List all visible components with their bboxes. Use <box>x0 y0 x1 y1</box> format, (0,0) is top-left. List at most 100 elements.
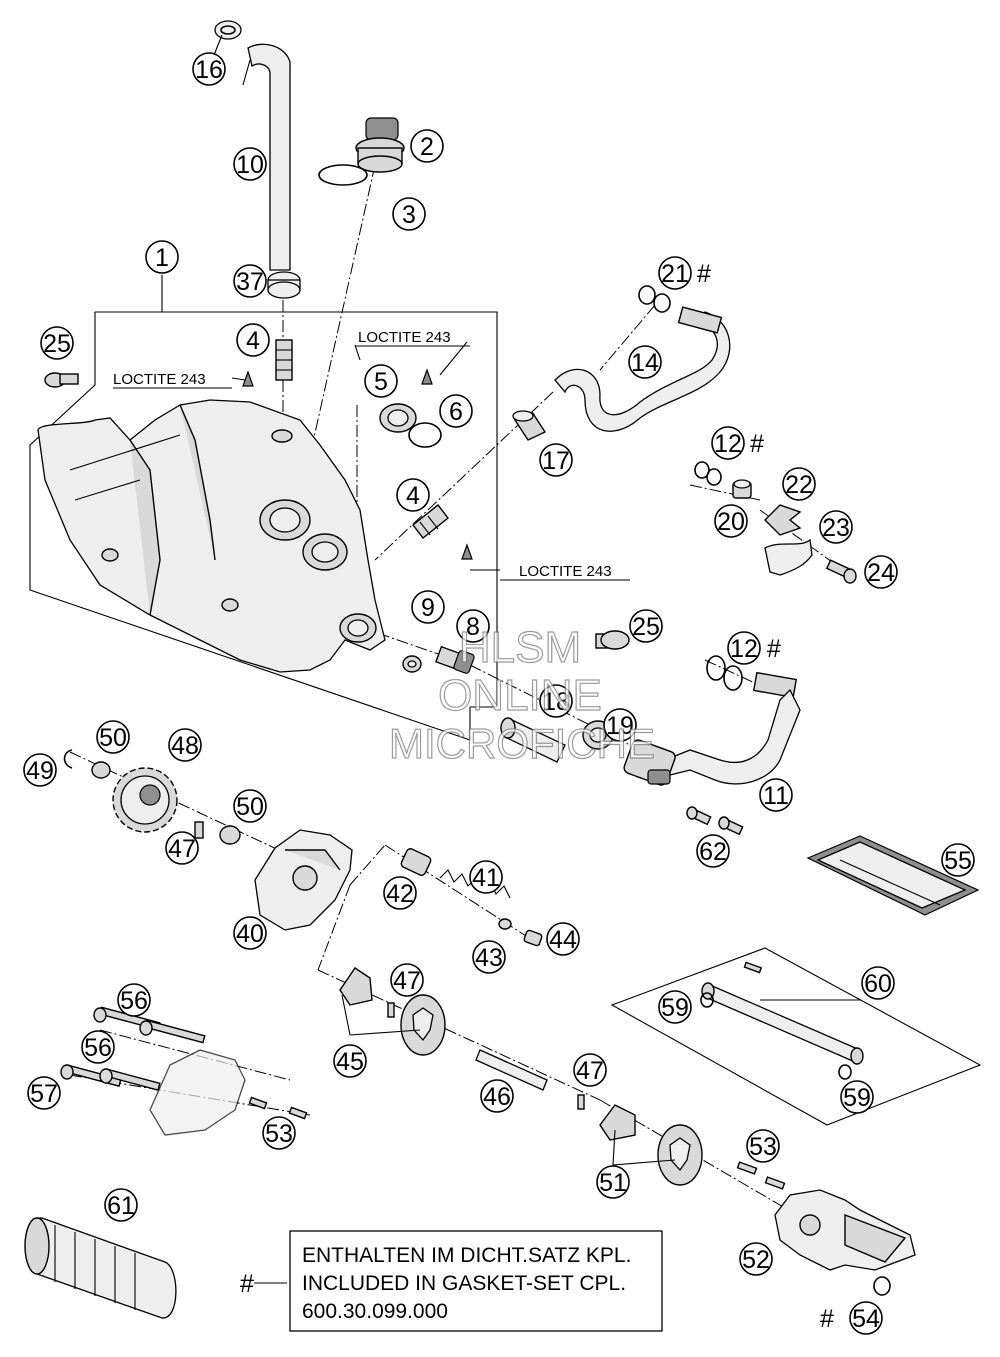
callout-25b[interactable]: 25 <box>629 609 663 643</box>
svg-text:25: 25 <box>632 613 660 641</box>
callout-21[interactable]: 21 <box>658 256 692 290</box>
svg-text:16: 16 <box>195 56 223 84</box>
hash-mark-12b: # <box>767 635 781 663</box>
svg-text:61: 61 <box>107 1192 135 1220</box>
callout-50b[interactable]: 50 <box>233 789 267 823</box>
callout-59a[interactable]: 59 <box>658 990 692 1024</box>
callout-25a[interactable]: 25 <box>40 326 74 360</box>
callout-37[interactable]: 37 <box>233 264 267 298</box>
callout-61[interactable]: 61 <box>104 1188 138 1222</box>
callout-49[interactable]: 49 <box>23 753 57 787</box>
callout-4a[interactable]: 4 <box>236 323 270 357</box>
callout-4b[interactable]: 4 <box>396 478 430 512</box>
part-hose-sleeve-17 <box>512 410 547 441</box>
callout-12b[interactable]: 12 <box>727 631 761 665</box>
callout-52[interactable]: 52 <box>739 1242 773 1276</box>
callout-47a[interactable]: 47 <box>165 831 199 865</box>
callout-56a[interactable]: 56 <box>117 983 151 1017</box>
callout-55[interactable]: 55 <box>941 843 975 877</box>
part-o-ring-59b <box>838 1064 852 1080</box>
part-o-ring-12b-2 <box>723 665 743 691</box>
part-sleeve-20 <box>732 479 752 499</box>
part-piston-42 <box>400 848 432 876</box>
callout-22[interactable]: 22 <box>782 467 816 501</box>
callout-1[interactable]: 1 <box>145 240 179 274</box>
callout-53b[interactable]: 53 <box>746 1129 780 1163</box>
svg-text:12: 12 <box>730 635 758 663</box>
callout-47b[interactable]: 47 <box>390 963 424 997</box>
part-shaft-46 <box>475 1049 548 1091</box>
part-o-ring-59a <box>700 992 714 1008</box>
callout-20[interactable]: 20 <box>714 504 748 538</box>
callout-18[interactable]: 18 <box>539 684 573 718</box>
hash-mark-12a: # <box>750 430 764 458</box>
callout-3[interactable]: 3 <box>392 197 426 231</box>
callout-54[interactable]: 54 <box>849 1301 883 1335</box>
callout-44[interactable]: 44 <box>546 922 580 956</box>
callout-19[interactable]: 19 <box>603 708 637 742</box>
svg-text:52: 52 <box>742 1246 770 1274</box>
callout-14[interactable]: 14 <box>628 345 662 379</box>
callout-23[interactable]: 23 <box>819 510 853 544</box>
callout-41[interactable]: 41 <box>469 860 503 894</box>
callout-5[interactable]: 5 <box>364 364 398 398</box>
callout-16[interactable]: 16 <box>192 52 226 86</box>
callout-46[interactable]: 46 <box>480 1079 514 1113</box>
svg-text:20: 20 <box>717 508 745 536</box>
part-rotors-45 <box>339 967 446 1056</box>
svg-text:17: 17 <box>542 447 570 475</box>
callout-11[interactable]: 11 <box>759 778 793 812</box>
callout-40[interactable]: 40 <box>233 916 267 950</box>
callout-24[interactable]: 24 <box>864 555 898 589</box>
callout-8[interactable]: 8 <box>456 609 490 643</box>
callout-56b[interactable]: 56 <box>81 1030 115 1064</box>
part-o-ring-12a-1 <box>694 461 710 479</box>
svg-text:57: 57 <box>30 1080 58 1108</box>
svg-text:11: 11 <box>763 782 789 810</box>
svg-text:1: 1 <box>155 244 169 272</box>
hash-mark-21: # <box>697 260 711 288</box>
callout-59b[interactable]: 59 <box>840 1080 874 1114</box>
callout-9[interactable]: 9 <box>411 590 445 624</box>
svg-text:48: 48 <box>171 732 199 760</box>
svg-text:62: 62 <box>699 838 727 866</box>
callout-47c[interactable]: 47 <box>573 1053 607 1087</box>
callout-10[interactable]: 10 <box>233 147 267 181</box>
part-breather-hose-10 <box>247 43 291 271</box>
callout-43[interactable]: 43 <box>472 940 506 974</box>
svg-text:56: 56 <box>120 987 148 1015</box>
callout-45[interactable]: 45 <box>333 1044 367 1078</box>
callout-60[interactable]: 60 <box>861 966 895 1000</box>
callout-6[interactable]: 6 <box>439 394 473 428</box>
callout-48[interactable]: 48 <box>168 728 202 762</box>
callout-50a[interactable]: 50 <box>96 720 130 754</box>
callout-51[interactable]: 51 <box>596 1165 630 1199</box>
part-screen-18 <box>500 717 566 763</box>
svg-text:14: 14 <box>631 349 659 377</box>
callout-17[interactable]: 17 <box>539 443 573 477</box>
callout-57[interactable]: 57 <box>27 1076 61 1110</box>
callout-12a[interactable]: 12 <box>711 426 745 460</box>
callout-2[interactable]: 2 <box>410 129 444 163</box>
part-o-ring-6 <box>408 422 442 448</box>
gasket-set-note: ENTHALTEN IM DICHT.SATZ KPL. INCLUDED IN… <box>289 1230 663 1332</box>
part-pump-cover-52 <box>774 1189 916 1271</box>
part-o-ring-12a-2 <box>706 468 722 486</box>
part-tube-60 <box>701 961 864 1065</box>
part-loctite-drop-2 <box>421 368 433 385</box>
svg-text:10: 10 <box>236 151 264 179</box>
svg-text:22: 22 <box>785 471 813 499</box>
part-screw-24 <box>825 559 857 584</box>
callout-62[interactable]: 62 <box>696 834 730 868</box>
part-washer-9 <box>402 655 422 673</box>
part-pin-53d <box>288 1106 308 1120</box>
callout-42[interactable]: 42 <box>383 876 417 910</box>
svg-text:40: 40 <box>236 920 264 948</box>
part-pin-53a <box>736 1161 758 1175</box>
svg-text:50: 50 <box>99 724 127 752</box>
part-seal-5 <box>379 403 417 433</box>
svg-text:25: 25 <box>43 330 71 358</box>
callout-53a[interactable]: 53 <box>262 1116 296 1150</box>
svg-text:4: 4 <box>246 327 260 355</box>
